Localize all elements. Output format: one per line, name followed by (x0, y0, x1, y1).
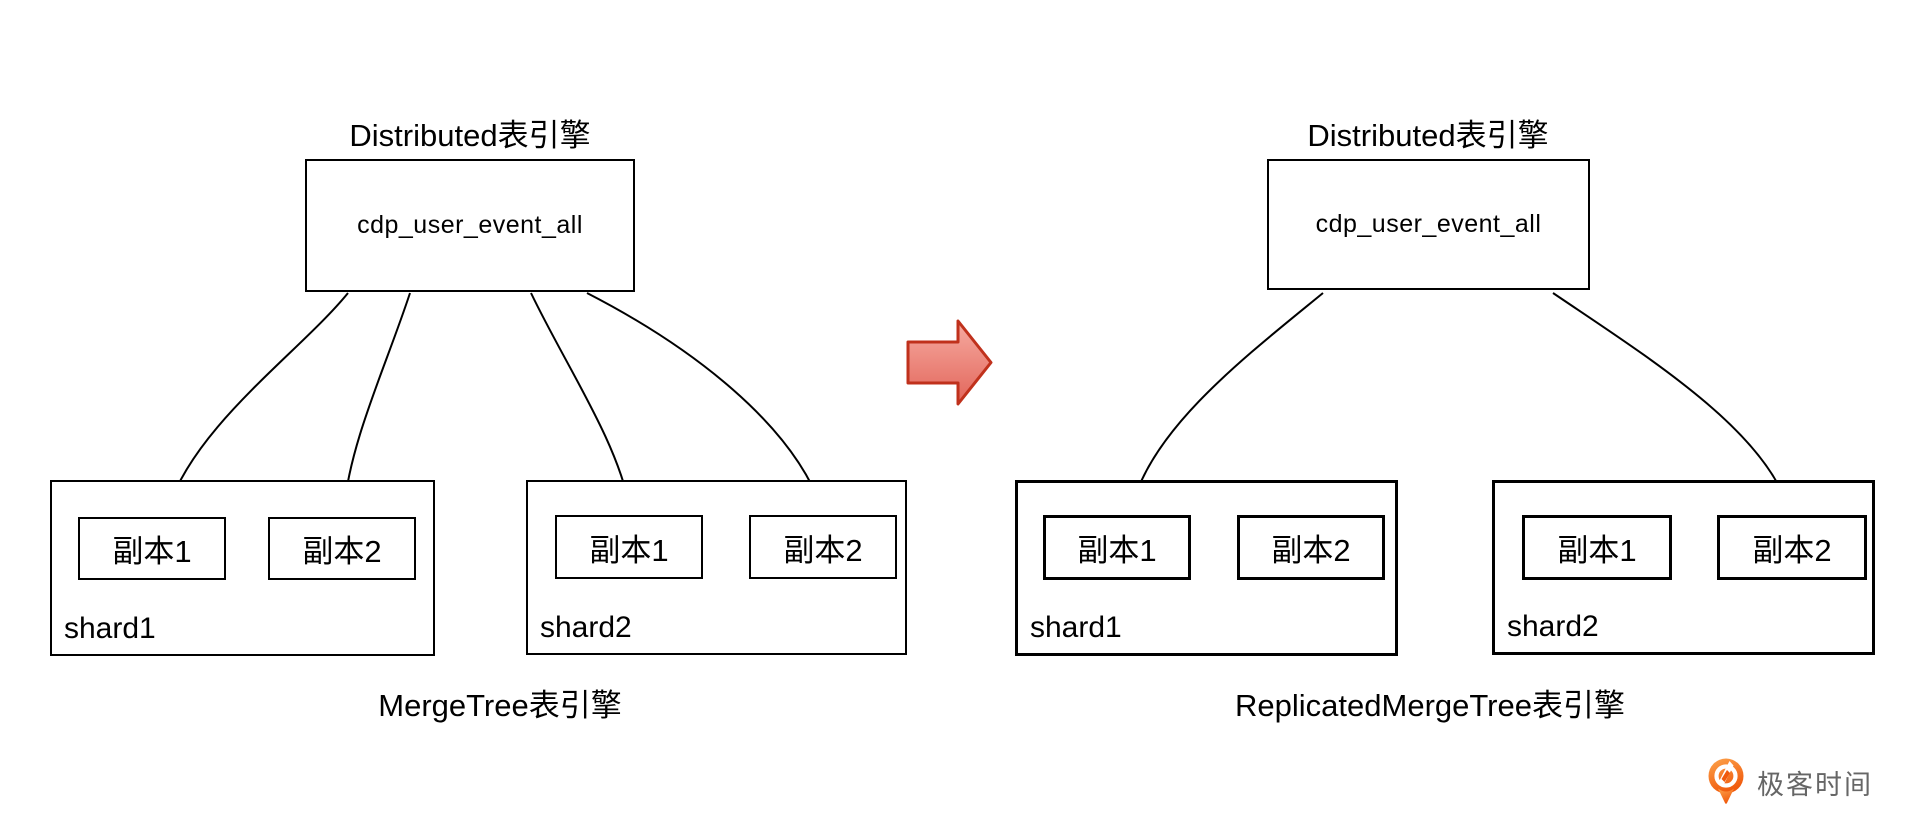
replica-label: 副本2 (783, 532, 863, 568)
replica-label: 副本1 (1077, 533, 1157, 568)
replica-label: 副本1 (1557, 533, 1637, 568)
right-distribution-arrows (1129, 292, 1790, 509)
right-shard2-label: shard2 (1507, 610, 1599, 643)
left-shard1-replica2-box: 副本2 (268, 517, 416, 580)
geektime-logo: 极客时间 (1706, 756, 1873, 808)
right-shard2-box: 副本1 副本2 shard2 (1492, 480, 1875, 655)
distribution-arrow (1129, 292, 1324, 509)
right-diagram-caption: ReplicatedMergeTree表引擎 (1235, 688, 1625, 723)
distribution-arrow (166, 292, 349, 511)
right-shard1-replica2-box: 副本2 (1237, 515, 1385, 580)
distribution-arrow (586, 292, 824, 511)
left-shard1-label: shard1 (64, 612, 156, 645)
distribution-arrow (530, 292, 634, 511)
replica-label: 副本2 (1271, 533, 1351, 568)
transform-arrow-icon (906, 319, 993, 406)
right-shard2-replica2-box: 副本2 (1717, 515, 1867, 580)
right-table-name: cdp_user_event_all (1315, 210, 1542, 238)
distribution-arrow (1552, 292, 1790, 509)
left-diagram-title: Distributed表引擎 (349, 118, 591, 153)
left-table-name: cdp_user_event_all (357, 211, 583, 239)
right-shard1-box: 副本1 副本2 shard1 (1015, 480, 1398, 656)
right-distributed-table-box: cdp_user_event_all (1267, 159, 1590, 290)
left-shard1-box: 副本1 副本2 shard1 (50, 480, 435, 656)
left-shard2-replica2-box: 副本2 (749, 515, 897, 579)
left-diagram-caption: MergeTree表引擎 (378, 688, 622, 723)
left-shard2-replica1-box: 副本1 (555, 515, 703, 579)
replica-label: 副本1 (112, 534, 192, 569)
right-shard1-replica1-box: 副本1 (1043, 515, 1191, 580)
geektime-logo-text: 极客时间 (1757, 769, 1873, 800)
replica-label: 副本2 (302, 534, 382, 569)
right-diagram-title: Distributed表引擎 (1307, 118, 1549, 153)
left-distribution-arrows (166, 292, 824, 511)
left-shard1-replica1-box: 副本1 (78, 517, 226, 580)
left-shard2-box: 副本1 副本2 shard2 (526, 480, 907, 655)
distribution-arrow (338, 292, 411, 511)
replica-label: 副本1 (589, 532, 669, 568)
geektime-pin-icon (1708, 758, 1744, 804)
left-distributed-table-box: cdp_user_event_all (305, 159, 635, 292)
right-shard2-replica1-box: 副本1 (1522, 515, 1672, 580)
replica-label: 副本2 (1752, 533, 1832, 568)
left-shard2-label: shard2 (540, 611, 632, 644)
right-shard1-label: shard1 (1030, 611, 1122, 644)
